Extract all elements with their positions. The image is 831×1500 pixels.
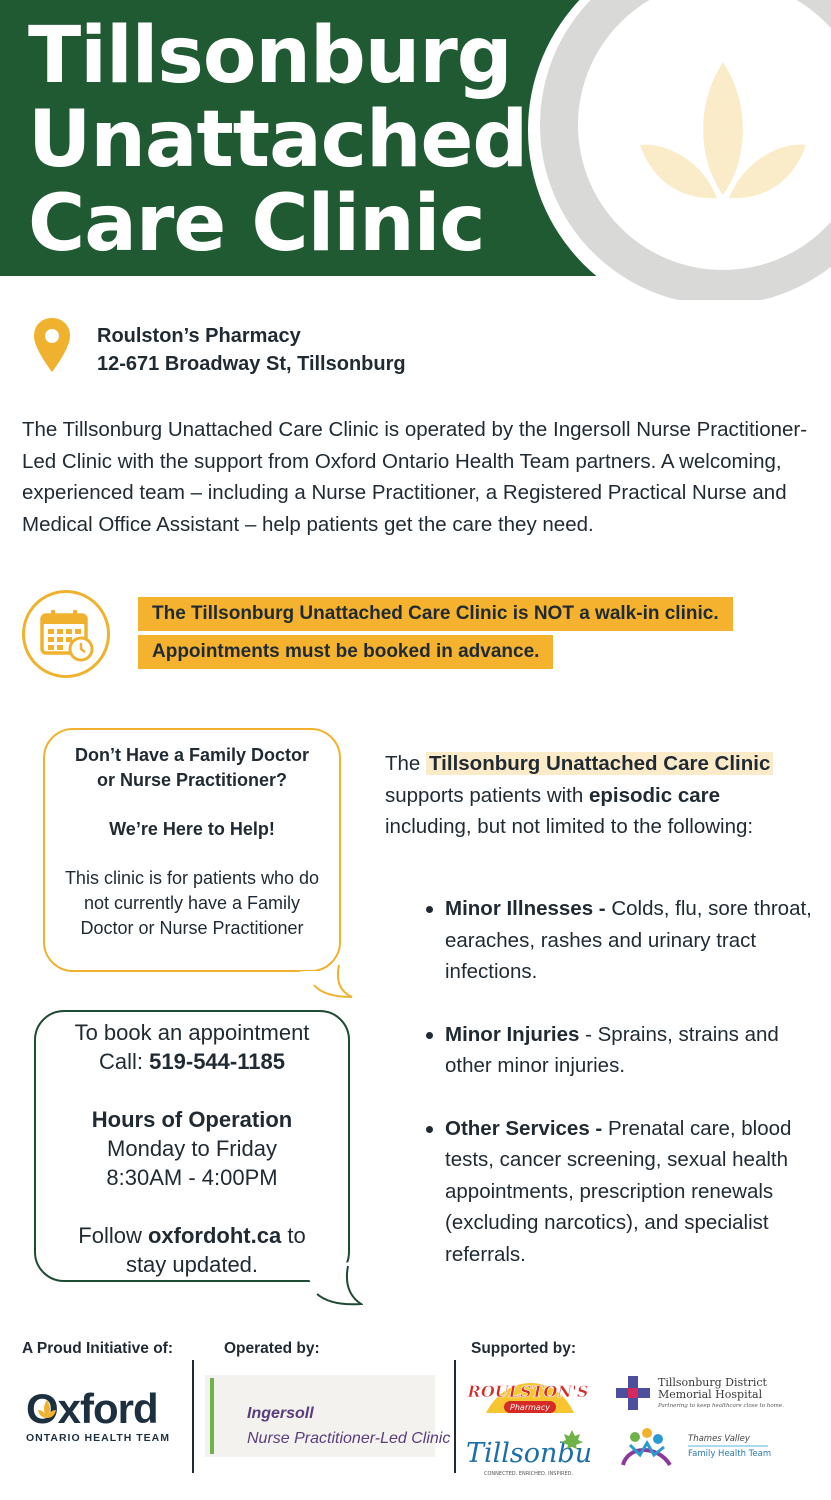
address-line-1: Roulston’s Pharmacy	[97, 325, 301, 347]
bubble-question-line-1: Don’t Have a Family Doctor	[74, 745, 310, 765]
follow-line: Follow oxfordoht.ca to	[36, 1221, 348, 1250]
operated-label: Operated by:	[224, 1340, 320, 1357]
bubble-question: Don’t Have a Family Doctor or Nurse Prac…	[45, 743, 339, 793]
intro-paragraph: The Tillsonburg Unattached Care Clinic i…	[22, 418, 808, 536]
tdmh-line-1: Tillsonburg District	[658, 1376, 768, 1389]
bubble-description-line-3: Doctor or Nurse Practitioner	[80, 918, 304, 938]
service-desc: - Sprains, strains and other minor injur…	[445, 1022, 779, 1078]
ingersoll-clinic: Nurse Practitioner-Led Clinic	[247, 1430, 451, 1447]
roulstons-sub: Pharmacy	[510, 1403, 550, 1412]
services-intro: The Tillsonburg Unattached Care Clinic s…	[385, 748, 805, 843]
booking-text: To book an appointment	[74, 1020, 310, 1045]
hours-days: Monday to Friday	[107, 1136, 277, 1161]
location-pin-icon	[34, 318, 70, 372]
intro-the: The	[385, 752, 427, 775]
bubble-tail-2	[305, 1262, 363, 1306]
tvfht-line-2: Family Health Team	[688, 1449, 771, 1459]
tdmh-tagline: Partnering to keep healthcare close to h…	[657, 1403, 784, 1409]
ingersoll-name: Ingersoll	[247, 1405, 314, 1422]
list-item: Other Services - Prenatal care, blood te…	[418, 1113, 813, 1271]
title-line-2: Unattached	[28, 95, 528, 185]
calendar-badge	[22, 590, 110, 678]
tvfht-logo: Thames Valley Family Health Team	[621, 1428, 771, 1467]
initiative-label: A Proud Initiative of:	[22, 1340, 173, 1357]
follow-suffix: to	[281, 1223, 306, 1248]
intro-rest: including, but not limited to the follow…	[385, 815, 754, 838]
ingersoll-logo-panel	[205, 1375, 435, 1457]
address-block: Roulston’s Pharmacy 12-671 Broadway St, …	[97, 322, 406, 378]
title-line-1: Tillsonburg	[28, 11, 513, 101]
notice-appointments: Appointments must be booked in advance.	[138, 635, 554, 669]
hours-time: 8:30AM - 4:00PM	[106, 1165, 278, 1190]
call-line: Call: 519-544-1185	[36, 1047, 348, 1076]
calendar-clock-icon	[40, 610, 94, 662]
tvfht-swoosh-icon	[621, 1448, 672, 1467]
header-banner: Tillsonburg Unattached Care Clinic	[0, 0, 831, 300]
follow-prefix: Follow	[78, 1223, 148, 1248]
ingersoll-logo-bar	[210, 1378, 214, 1454]
help-speech-bubble: Don’t Have a Family Doctor or Nurse Prac…	[43, 728, 341, 972]
oxford-wordmark: Oxford	[26, 1388, 170, 1430]
episodic-care: episodic care	[588, 783, 721, 807]
service-title: Other Services -	[445, 1116, 603, 1140]
tdmh-line-2: Memorial Hospital	[658, 1388, 763, 1401]
notice-walk-in: The Tillsonburg Unattached Care Clinic i…	[138, 597, 733, 631]
tdmh-logo: Tillsonburg District Memorial Hospital P…	[616, 1376, 784, 1410]
title-line-3: Care Clinic	[28, 179, 486, 269]
divider	[454, 1360, 456, 1473]
page-title: Tillsonburg Unattached Care Clinic	[28, 11, 528, 269]
roulstons-name: ROULSTON'S	[467, 1382, 589, 1401]
tillsonburg-town-logo: Tillsonburg CONNECTED. ENRICHED. INSPIRE…	[466, 1430, 592, 1477]
bubble-description-line-1: This clinic is for patients who do	[64, 868, 320, 888]
website-link[interactable]: oxfordoht.ca	[147, 1223, 282, 1248]
list-item: Minor Illnesses - Colds, flu, sore throa…	[418, 893, 813, 988]
header-green-panel	[0, 0, 600, 276]
service-desc: Prenatal care, blood tests, cancer scree…	[445, 1116, 792, 1266]
oxford-word-ford: ford	[80, 1385, 159, 1432]
service-title: Minor Illnesses -	[445, 897, 606, 920]
tillsonburg-tagline: CONNECTED. ENRICHED. INSPIRED.	[484, 1471, 573, 1477]
list-item: Minor Injuries - Sprains, strains and ot…	[418, 1019, 813, 1082]
bubble-description-line-2: not currently have a Family	[83, 893, 301, 913]
intro-supports: supports patients with	[385, 783, 589, 807]
call-prefix: Call:	[99, 1049, 150, 1074]
leaf-logo-icon	[640, 62, 806, 199]
bubble-question-line-2: or Nurse Practitioner?	[96, 770, 288, 790]
address-line-2: 12-671 Broadway St, Tillsonburg	[97, 353, 406, 375]
roulstons-logo: ROULSTON'S Pharmacy	[466, 1382, 589, 1413]
bubble-tail	[300, 964, 353, 998]
oxford-leaf-icon	[38, 1400, 56, 1418]
follow-end: stay updated.	[125, 1252, 259, 1277]
oxford-word-ox: Ox	[26, 1385, 81, 1432]
oxford-subtitle: ONTARIO HEALTH TEAM	[26, 1432, 171, 1444]
supported-label: Supported by:	[471, 1340, 577, 1357]
tvfht-line-1: Thames Valley	[688, 1434, 751, 1444]
booking-speech-bubble: To book an appointment Call: 519-544-118…	[34, 1010, 350, 1282]
maple-leaf-icon	[561, 1430, 583, 1449]
service-title: Minor Injuries	[445, 1022, 580, 1046]
hours-title: Hours of Operation	[36, 1105, 348, 1134]
service-desc: Colds, flu, sore throat, earaches, rashe…	[445, 897, 812, 983]
services-list: Minor Illnesses - Colds, flu, sore throa…	[418, 893, 813, 1301]
hours-title-text: Hours of Operation	[91, 1107, 293, 1132]
oxford-oht-logo: Oxford ONTARIO HEALTH TEAM	[26, 1388, 171, 1445]
clinic-name-highlight: Tillsonburg Unattached Care Clinic	[426, 752, 774, 775]
bubble-help-heading: We’re Here to Help!	[109, 819, 275, 839]
bubble-description: This clinic is for patients who do not c…	[45, 866, 339, 941]
phone-number[interactable]: 519-544-1185	[149, 1049, 285, 1074]
divider	[192, 1360, 194, 1473]
